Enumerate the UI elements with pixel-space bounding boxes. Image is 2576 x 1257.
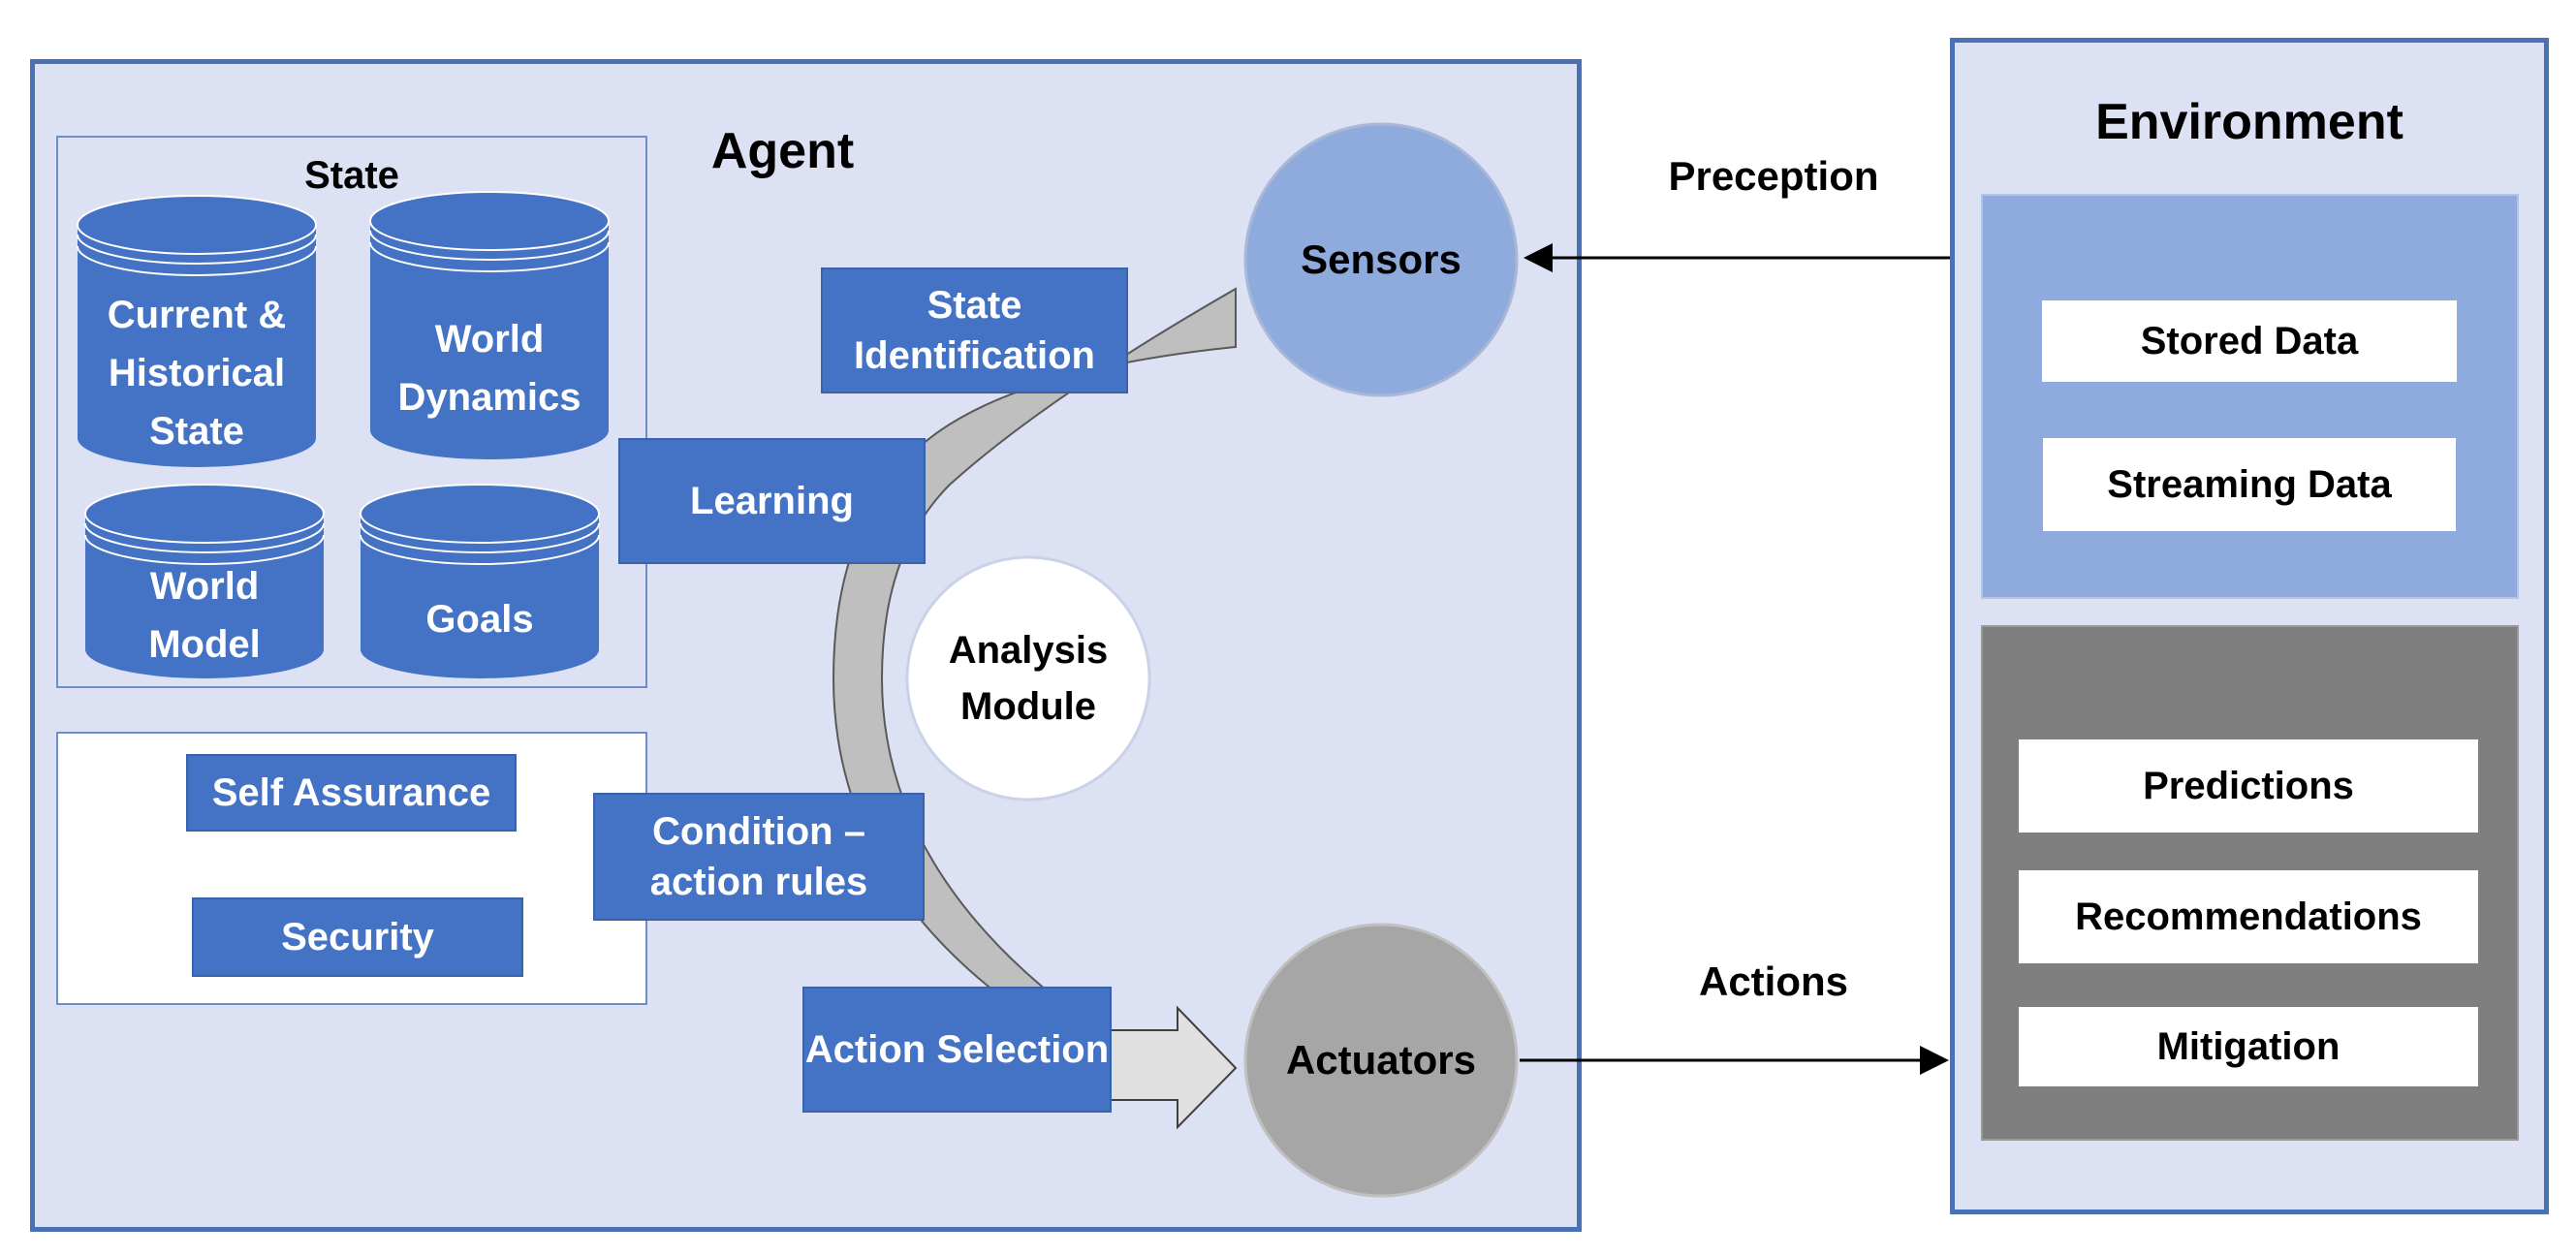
cylinder-icon <box>84 484 325 678</box>
stored-data-item: Stored Data <box>2042 300 2457 382</box>
actions-label: Actions <box>1698 958 1848 1004</box>
cylinder-label-current-historical-state: Current & Historical State <box>107 294 287 453</box>
self-assurance-box: Self Assurance <box>186 754 517 832</box>
condition-action-rules-box: Condition – action rules <box>593 793 925 921</box>
actuators-label: Actuators <box>1285 1037 1477 1083</box>
analysis-module-label: Analysis Module <box>948 629 1109 728</box>
security-box: Security <box>192 897 523 977</box>
env-data-section <box>1981 194 2519 599</box>
agent-title: Agent <box>710 123 855 179</box>
cylinder-icon <box>360 484 600 678</box>
cylinder-icon <box>77 195 317 467</box>
state-title: State <box>304 153 399 197</box>
cylinder-icon <box>369 191 610 459</box>
recommendations-item: Recommendations <box>2019 870 2478 963</box>
mitigation-item: Mitigation <box>2019 1007 2478 1086</box>
analysis-module-circle <box>905 555 1151 801</box>
sensors-circle <box>1243 122 1519 397</box>
state-identification-box: State Identification <box>821 267 1128 393</box>
perception-label: Preception <box>1668 153 1879 199</box>
state-box <box>56 136 647 688</box>
action-selection-box: Action Selection <box>802 987 1112 1113</box>
cylinder-label-world-model: World Model <box>148 564 261 666</box>
sensors-label: Sensors <box>1301 236 1461 282</box>
cylinder-label-goals: Goals <box>425 598 534 641</box>
cylinder-label-world-dynamics: World Dynamics <box>397 318 581 419</box>
learning-box: Learning <box>618 438 926 564</box>
predictions-item: Predictions <box>2019 739 2478 833</box>
action-arrow-icon <box>1109 1005 1238 1130</box>
environment-title: Environment <box>2095 94 2403 150</box>
streaming-data-item: Streaming Data <box>2043 438 2456 531</box>
actuators-circle <box>1243 923 1519 1198</box>
